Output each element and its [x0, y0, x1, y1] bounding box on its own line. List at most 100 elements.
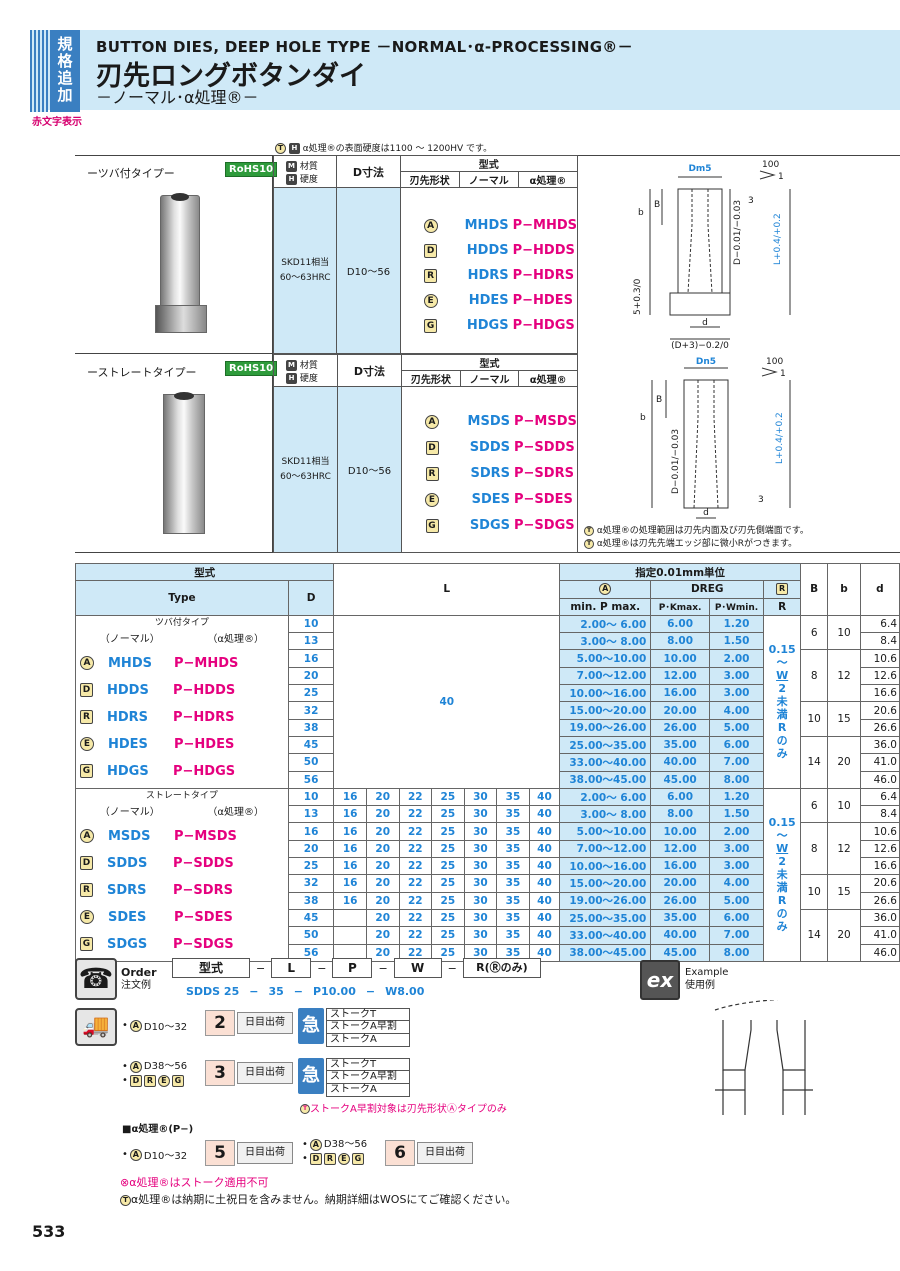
straight-die-image: [163, 394, 205, 534]
svg-text:B: B: [656, 395, 662, 405]
surface-mark: [761, 367, 778, 377]
tip-icon: T: [275, 143, 286, 154]
rohs-badge: RoHS10: [225, 162, 278, 177]
svg-text:d: d: [703, 508, 709, 518]
straight-dimension-drawing: Dn5 100 1 b B 3 D−0.01/−0.03 L+0.4/+0.2 …: [640, 357, 791, 519]
punch-curve: [714, 1000, 779, 1011]
ship-days-box: 6: [385, 1140, 415, 1166]
example-label: Example 使用例: [685, 967, 729, 991]
telephone-icon: ☎: [75, 958, 117, 1000]
ship-days-label: 日目出荷: [237, 1062, 293, 1084]
svg-text:5+0.3/0: 5+0.3/0: [633, 278, 643, 315]
order-label: Order 注文例: [121, 966, 157, 991]
svg-text:100: 100: [766, 357, 783, 367]
svg-text:D−0.01/−0.03: D−0.01/−0.03: [671, 429, 681, 494]
header-stripe: [30, 30, 48, 112]
order-example: SDDS 25 − 35 − P10.00 − W8.00: [186, 985, 425, 998]
svg-text:Dm5: Dm5: [688, 164, 711, 174]
body-outline: [677, 188, 723, 294]
ship-days-box: 3: [205, 1060, 235, 1086]
svg-text:D−0.01/−0.03: D−0.01/−0.03: [733, 200, 743, 265]
die-hole: [174, 392, 194, 400]
hardness-note: T H α処理®の表面硬度は1100 ～ 1200HV です。: [275, 141, 492, 154]
alpha-delivery-heading: ■α処理®(P−): [122, 1124, 194, 1135]
flanged-type-label: ーツバ付タイプー: [87, 167, 175, 180]
express-icon: 急: [298, 1058, 324, 1094]
hardness-icon: H: [288, 143, 300, 154]
surface-mark: [759, 170, 776, 180]
svg-text:L+0.4/+0.2: L+0.4/+0.2: [773, 213, 783, 265]
straight-type-label: ーストレートタイプー: [87, 366, 197, 379]
flange-outline: [669, 292, 731, 316]
svg-text:1: 1: [780, 369, 786, 379]
stroke-list-2: ストークT ストークA早割 ストークA: [326, 1058, 410, 1097]
svg-text:3: 3: [758, 495, 764, 505]
flanged-die-image: [160, 195, 200, 307]
hidden-hole: [693, 380, 719, 509]
svg-text:b: b: [638, 208, 644, 218]
ship-days-box: 5: [205, 1140, 235, 1166]
header-band: [30, 30, 900, 110]
ship-days-label: 日目出荷: [237, 1012, 293, 1034]
material-icon: M: [286, 359, 297, 371]
english-title: BUTTON DIES, DEEP HOLE TYPE －NORMAL･α-PR…: [96, 38, 633, 56]
svg-text:3: 3: [748, 196, 754, 206]
flange-image: [155, 305, 207, 333]
material-icon: M: [286, 160, 297, 172]
die-profile: [722, 1020, 806, 1071]
hardness-icon: H: [286, 173, 297, 185]
straight-type-cell: ーストレートタイプー RoHS10: [75, 354, 278, 553]
svg-text:d: d: [702, 318, 708, 328]
ship-days-label: 日目出荷: [417, 1142, 473, 1164]
svg-text:Dn5: Dn5: [696, 357, 716, 367]
red-text-note: 赤文字表示: [32, 117, 82, 128]
truck-icon: 🚚: [75, 1008, 117, 1046]
svg-text:b: b: [640, 413, 646, 423]
rohs-badge: RoHS10: [225, 361, 278, 376]
svg-text:100: 100: [762, 160, 779, 170]
ship-days-box: 2: [205, 1010, 235, 1036]
svg-text:L+0.4/+0.2: L+0.4/+0.2: [775, 412, 785, 464]
svg-text:(D+3)−0.2/0: (D+3)−0.2/0: [671, 341, 729, 351]
svg-text:1: 1: [778, 172, 784, 182]
body-outline: [683, 379, 729, 509]
spec-table: 型式 L 指定0.01mm単位 B b d Type D A DREG R mi…: [74, 562, 900, 962]
order-format: 型式 − L − P − W − R(Ⓡのみ): [172, 958, 541, 978]
flanged-type-cell: ーツバ付タイプー RoHS10: [75, 155, 278, 354]
japanese-subtitle: －ノーマル･α処理®－: [96, 88, 259, 107]
cross-icon: ⊗: [120, 1176, 130, 1189]
ship-days-label: 日目出荷: [237, 1142, 293, 1164]
drawing-notes: T α処理®の処理範囲は刃先内面及び刃先側端面です。 T α処理®は刃先先端エッ…: [584, 525, 809, 551]
